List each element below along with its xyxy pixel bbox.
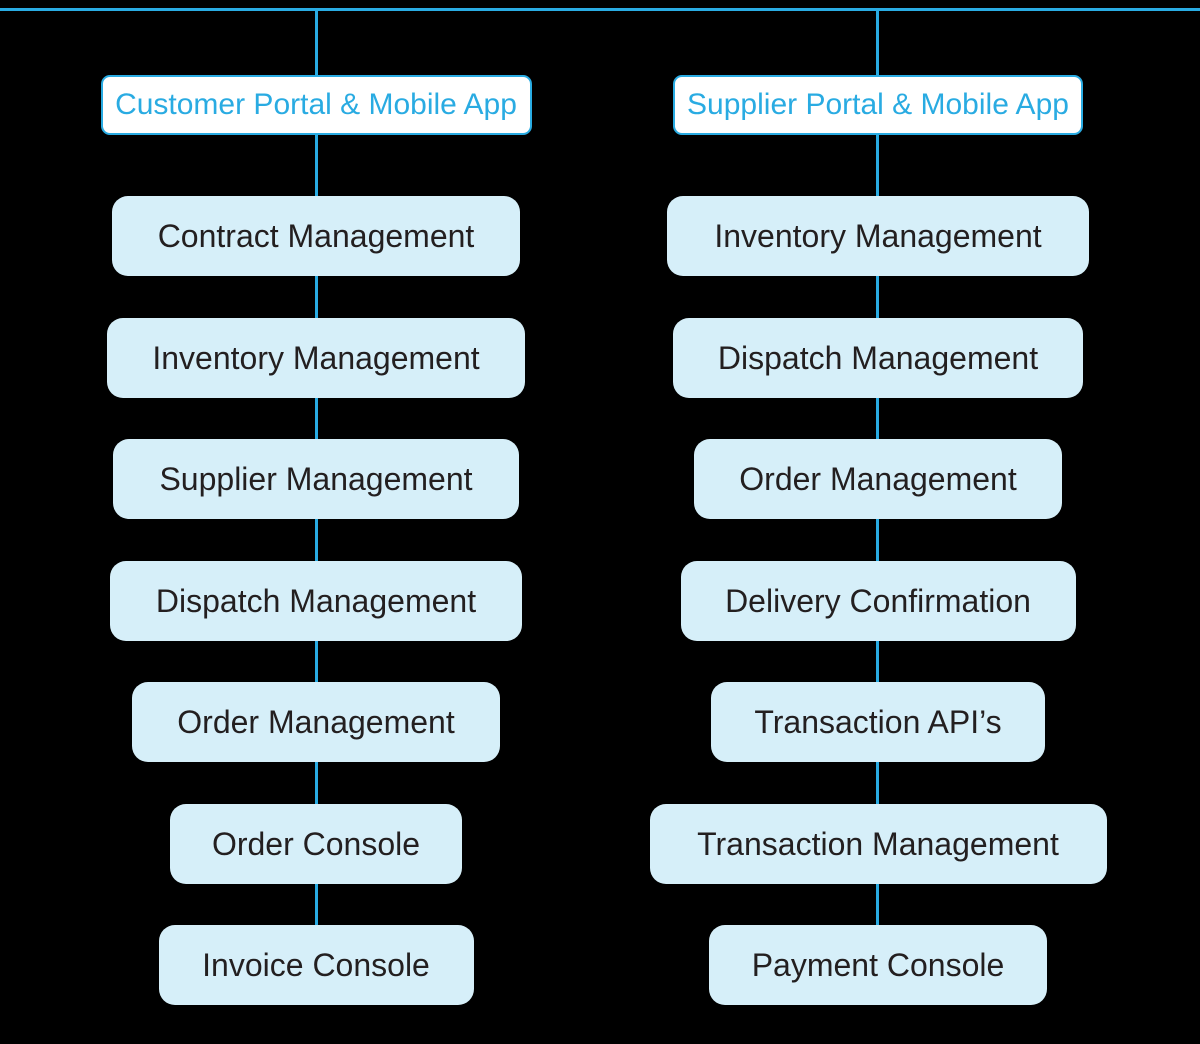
customer-column: Customer Portal & Mobile App Contract Ma…: [66, 0, 566, 1005]
node-supplier-management: Supplier Management: [113, 439, 519, 519]
node-inventory-management-supplier: Inventory Management: [667, 196, 1089, 276]
node-order-management-customer: Order Management: [132, 682, 500, 762]
node-inventory-management-customer: Inventory Management: [107, 317, 525, 398]
node-delivery-confirmation: Delivery Confirmation: [680, 560, 1076, 641]
node-dispatch-management-customer: Dispatch Management: [110, 560, 522, 641]
node-contract-management: Contract Management: [112, 196, 520, 276]
top-connector-line: [0, 8, 1200, 11]
node-dispatch-management-supplier: Dispatch Management: [673, 317, 1083, 398]
node-transaction-apis: Transaction API’s: [711, 682, 1045, 762]
node-order-management-supplier: Order Management: [694, 439, 1062, 519]
node-transaction-management: Transaction Management: [649, 803, 1107, 884]
customer-portal-header-box: Customer Portal & Mobile App: [100, 75, 532, 135]
supplier-portal-header-box: Supplier Portal & Mobile App: [673, 75, 1083, 135]
node-order-console: Order Console: [170, 803, 462, 884]
node-payment-console: Payment Console: [709, 925, 1047, 1005]
node-invoice-console: Invoice Console: [158, 925, 474, 1005]
supplier-column: Supplier Portal & Mobile App Inventory M…: [628, 0, 1128, 1005]
